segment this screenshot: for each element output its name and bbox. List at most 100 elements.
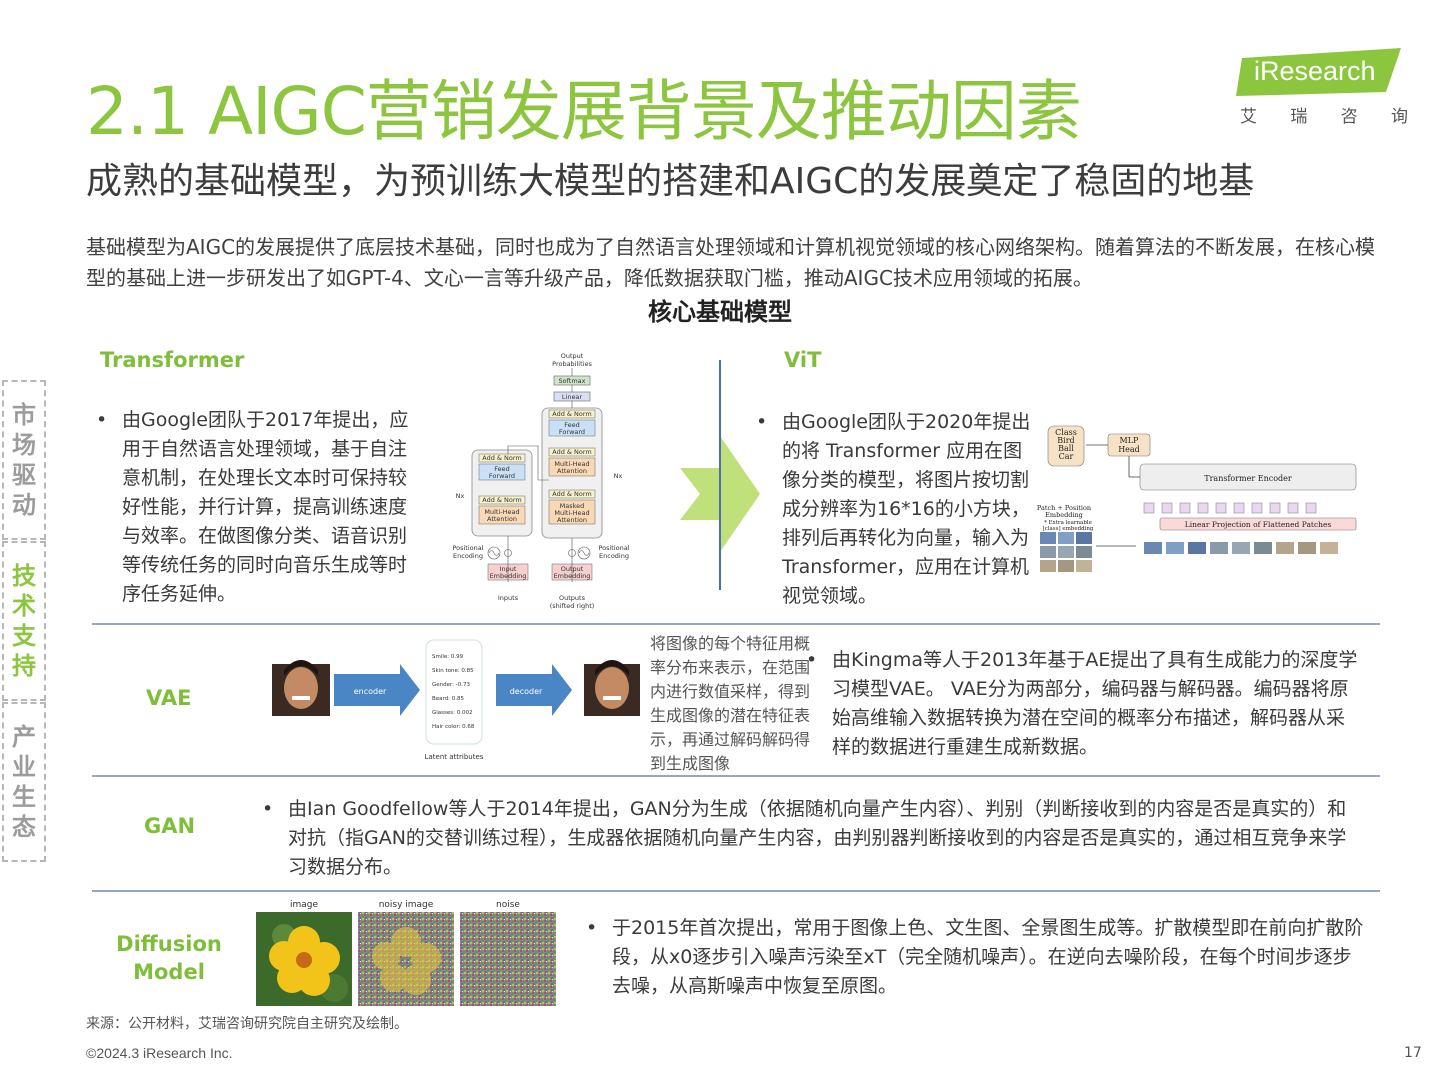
copyright: ©2024.3 iResearch Inc. [86,1045,233,1061]
svg-text:Add & Norm: Add & Norm [552,448,592,456]
svg-text:[class] embedding: [class] embedding [1043,526,1094,532]
section-divider-vertical [719,360,721,590]
svg-text:Encoding: Encoding [453,552,483,560]
masked-multi-head-attention [548,499,596,525]
transformer-description: • 由Google团队于2017年提出，应用于自然语言处理领域，基于自注意机制，… [96,409,409,605]
svg-text:Encoding: Encoding [599,552,629,560]
diffusion-images: image noisy image noise [256,900,556,1006]
noisy-image [358,912,454,1006]
source-note: 来源：公开材料，艾瑞咨询研究院自主研究及绘制。 [86,1016,408,1032]
svg-text:encoder: encoder [354,687,387,696]
svg-text:MLP: MLP [1120,436,1140,445]
latent-attributes-box [425,639,483,745]
svg-text:Forward: Forward [559,428,585,436]
svg-text:* Extra learnable: * Extra learnable [1044,520,1092,526]
page-title: 2.1 AIGC营销发展背景及推动因素 [86,73,1082,150]
page-subtitle: 成熟的基础模型，为预训练大模型的搭建和AIGC的发展奠定了稳固的地基 [86,161,1255,202]
svg-text:(shifted right): (shifted right) [550,602,595,610]
svg-text:Add & Norm: Add & Norm [482,454,522,462]
svg-text:Positional: Positional [598,544,629,552]
svg-text:Masked: Masked [560,502,585,510]
svg-text:Nx: Nx [614,472,623,480]
logo-banner-icon [1236,48,1401,96]
svg-text:Add & Norm: Add & Norm [552,410,592,418]
gan-description: • 由Ian Goodfellow等人于2014年提出，GAN分为生成（依据随机… [262,798,1347,878]
svg-text:Multi-Head: Multi-Head [554,460,589,468]
logo-text: iResearch [1254,56,1376,86]
svg-text:Positional: Positional [452,544,483,552]
vit-description: • 由Google团队于2020年提出的将 Transformer 应用在图像分… [756,411,1031,607]
svg-text:Linear: Linear [562,393,583,401]
logo-subtitle: 艾 瑞 咨 询 [1240,107,1408,127]
noise-image [460,912,556,1006]
transformer-label: Transformer [100,348,245,372]
page-number: 17 [1404,1045,1422,1061]
svg-text:Add & Norm: Add & Norm [482,496,522,504]
latent-attribute: Hair color: 0.68 [432,724,475,730]
patch-tokens [1143,502,1317,514]
vae-description: • 由Kingma等人于2013年基于AE提出了具有生成能力的深度学习模型VAE… [806,649,1358,758]
section-divider-3 [92,890,1380,892]
svg-text:Class: Class [1055,428,1077,437]
decoder-arrow [496,664,572,716]
transformer-architecture-diagram: Output Probabilities Softmax Linear Add … [452,352,629,610]
svg-text:Multi-Head: Multi-Head [484,508,519,516]
svg-text:Forward: Forward [489,472,515,480]
svg-text:Nx: Nx [456,492,465,500]
clean-image [256,912,352,1006]
side-tab-tech-support[interactable]: 技术支持 [2,541,46,701]
section-divider-2 [92,775,1380,777]
iresearch-logo: iResearch 艾 瑞 咨 询 [1236,44,1408,130]
linear-projection-box [1159,517,1357,531]
latent-attribute: Gender: -0.73 [432,682,471,688]
diffusion-label: Diffusion Model [116,932,222,984]
side-tab-label: 市场驱动 [12,401,36,519]
vae-label: VAE [146,686,192,710]
svg-text:Transformer Encoder: Transformer Encoder [1204,474,1292,483]
encoder-multi-head-attention [478,505,526,525]
side-tab-market-drivers[interactable]: 市场驱动 [2,380,46,540]
latent-attribute: Skin tone: 0.85 [432,668,474,674]
side-tab-label: 产业生态 [12,723,36,841]
svg-text:Multi-Head: Multi-Head [554,509,589,517]
image-patches-grid [1040,532,1092,572]
side-tab-industry-ecosystem[interactable]: 产业生态 [2,702,46,862]
side-nav: 市场驱动 技术支持 产业生态 [2,380,46,862]
svg-text:Bird: Bird [1057,436,1074,445]
side-tab-label: 技术支持 [12,562,36,680]
svg-text:Head: Head [1118,445,1140,454]
vit-label: ViT [784,348,822,372]
encoder-feed-forward [478,463,526,481]
diffusion-image-label: noise [496,900,520,910]
flattened-patches-row [1144,542,1338,554]
latent-attribute: Glasses: 0.002 [432,710,473,716]
diffusion-description: • 于2015年首次提出，常用于图像上色、文生图、全景图生成等。扩散模型即在前向… [586,917,1364,997]
diffusion-image-label: noisy image [379,900,434,910]
svg-text:Car: Car [1059,452,1074,461]
svg-text:Feed: Feed [564,421,580,429]
svg-text:Add & Norm: Add & Norm [552,490,592,498]
svg-text:Probabilities: Probabilities [552,360,592,368]
svg-text:Attention: Attention [557,467,587,475]
gan-label: GAN [144,814,196,838]
svg-text:Inputs: Inputs [498,594,519,602]
svg-text:Attention: Attention [557,516,587,524]
diffusion-image-label: image [290,900,318,910]
intro-paragraph: 基础模型为AIGC的发展提供了底层技术基础，同时也成为了自然语言处理领域和计算机… [86,235,1376,290]
vae-caption: 将图像的每个特征用概率分布来表示，在范围内进行数值采样，得到生成图像的潜在特征表… [650,634,811,773]
decoder-feed-forward [548,419,596,437]
svg-text:Softmax: Softmax [559,377,586,385]
encoder-arrow [334,664,420,716]
svg-text:Ball: Ball [1058,444,1074,453]
latent-attribute: Beard: 0.85 [432,696,465,702]
class-box [1047,425,1085,467]
output-probabilities-label: Output [561,352,584,360]
decoder-multi-head-attention [548,457,596,477]
svg-text:Linear Projection of Flattened: Linear Projection of Flattened Patches [1185,520,1332,529]
svg-text:decoder: decoder [510,687,543,696]
section-divider-1 [92,623,1380,625]
latent-attribute: Smile: 0.99 [432,654,464,660]
svg-text:Patch + Position: Patch + Position [1037,504,1091,512]
